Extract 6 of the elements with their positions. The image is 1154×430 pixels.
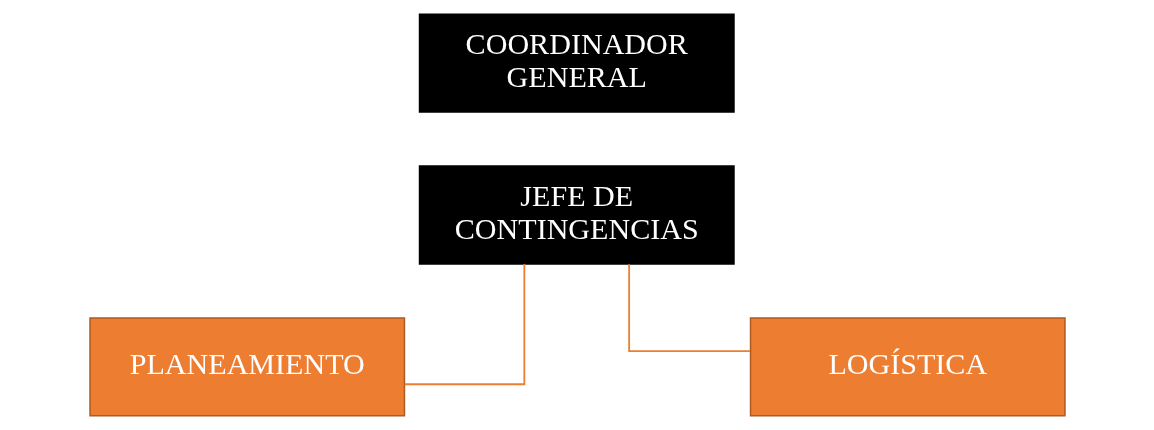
node-box: LOGÍSTICA (749, 317, 1066, 417)
connector (627, 263, 751, 353)
node-box: COORDINADOR GENERAL (418, 13, 735, 113)
node-box: JEFE DE CONTINGENCIAS (418, 165, 735, 265)
connector (403, 263, 525, 386)
node-box: PLANEAMIENTO (88, 317, 405, 417)
